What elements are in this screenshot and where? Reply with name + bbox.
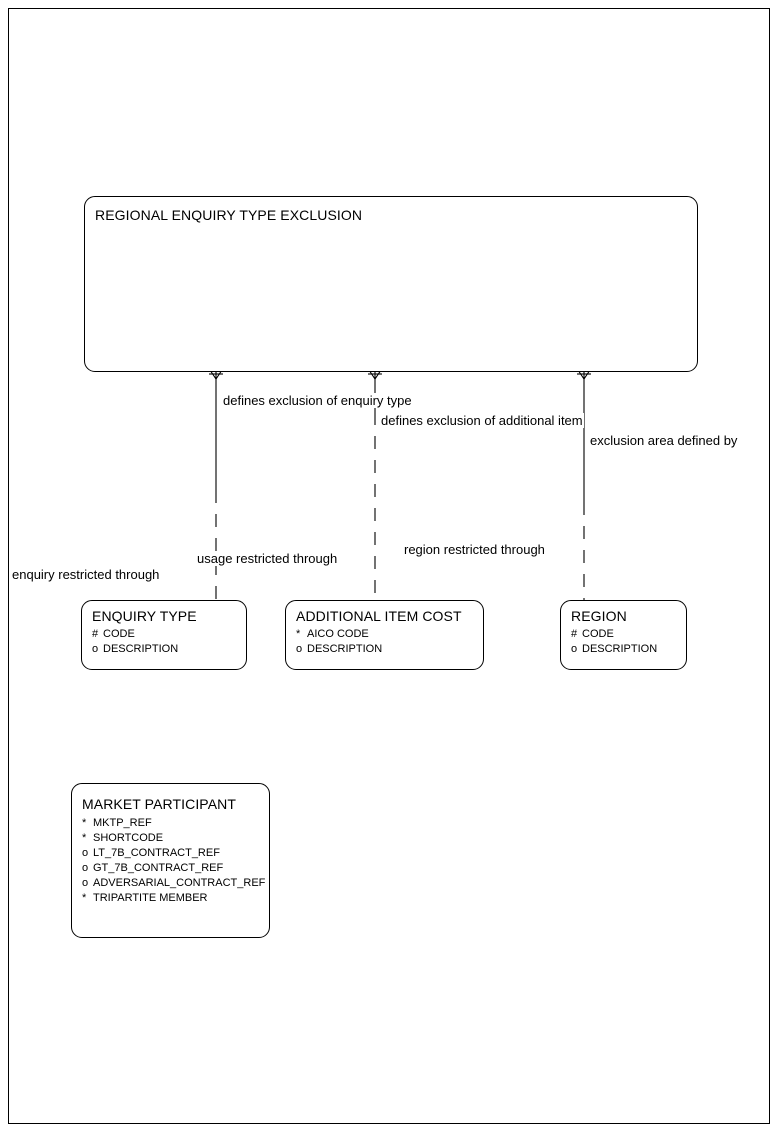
attribute-row: * SHORTCODE [82,831,265,846]
relationship-label-enquiry-restricted-through: enquiry restricted through [11,567,161,582]
attribute-marker: * [82,892,87,904]
attribute-row: * AICO CODE [296,627,382,642]
entity-regional-enquiry-type-exclusion[interactable]: REGIONAL ENQUIRY TYPE EXCLUSION [84,196,698,372]
entity-name-market-participant: MARKET PARTICIPANT [82,796,237,812]
entity-additional-item-cost[interactable]: ADDITIONAL ITEM COST * AICO CODE o DESCRIP… [285,600,484,670]
attribute-label: DESCRIPTION [307,643,383,655]
attribute-list-region: # CODE o DESCRIPTION [571,627,657,657]
relationship-label-exclusion-area-defined-by: exclusion area defined by [589,433,739,448]
relationship-label-usage-restricted-through: usage restricted through [196,551,339,566]
attribute-list-additional-item-cost: * AICO CODE o DESCRIPTION [296,627,382,657]
attribute-row: o LT_7B_CONTRACT_REF [82,846,265,861]
attribute-label: SHORTCODE [93,832,164,844]
relationship-line-region [575,366,593,600]
attribute-marker: # [571,628,578,640]
attribute-marker: o [82,847,89,859]
attribute-marker: o [571,643,578,655]
entity-name-enquiry-type: ENQUIRY TYPE [92,608,197,624]
attribute-label: TRIPARTITE MEMBER [93,892,208,904]
attribute-row: o DESCRIPTION [571,642,657,657]
attribute-row: o ADVERSARIAL_CONTRACT_REF [82,876,265,891]
attribute-list-enquiry-type: # CODE o DESCRIPTION [92,627,178,657]
attribute-label: DESCRIPTION [103,643,179,655]
attribute-label: CODE [582,628,614,640]
attribute-list-market-participant: * MKTP_REF * SHORTCODE o LT_7B_CONTRACT_REF… [82,816,265,906]
attribute-marker: * [82,817,87,829]
relationship-label-defines-exclusion-of-enquiry-type: defines exclusion of enquiry type [222,393,413,408]
attribute-marker: # [92,628,99,640]
attribute-row: * TRIPARTITE MEMBER [82,891,265,906]
attribute-row: # CODE [92,627,178,642]
attribute-row: o GT_7B_CONTRACT_REF [82,861,265,876]
page-border [8,8,770,1124]
entity-enquiry-type[interactable]: ENQUIRY TYPE # CODE o DESCRIPTION [81,600,247,670]
entity-region[interactable]: REGION # CODE o DESCRIPTION [560,600,687,670]
attribute-marker: o [82,877,89,889]
attribute-label: GT_7B_CONTRACT_REF [93,862,224,874]
attribute-marker: * [82,832,87,844]
attribute-label: DESCRIPTION [582,643,658,655]
attribute-marker: o [92,643,99,655]
attribute-label: LT_7B_CONTRACT_REF [93,847,220,859]
attribute-label: AICO CODE [307,628,369,640]
entity-name-region: REGION [571,608,627,624]
entity-market-participant[interactable]: MARKET PARTICIPANT * MKTP_REF * SHORTCODE … [71,783,270,938]
attribute-label: ADVERSARIAL_CONTRACT_REF [93,877,266,889]
relationship-label-defines-exclusion-of-additional-item: defines exclusion of additional item [380,413,584,428]
attribute-row: # CODE [571,627,657,642]
attribute-marker: o [296,643,303,655]
attribute-row: * MKTP_REF [82,816,265,831]
entity-name-regional-enquiry-type-exclusion: REGIONAL ENQUIRY TYPE EXCLUSION [95,207,363,223]
attribute-label: MKTP_REF [93,817,152,829]
attribute-row: o DESCRIPTION [296,642,382,657]
relationship-label-region-restricted-through: region restricted through [403,542,546,557]
entity-name-additional-item-cost: ADDITIONAL ITEM COST [296,608,462,624]
attribute-label: CODE [103,628,135,640]
attribute-row: o DESCRIPTION [92,642,178,657]
attribute-marker: o [82,862,89,874]
attribute-marker: * [296,628,301,640]
